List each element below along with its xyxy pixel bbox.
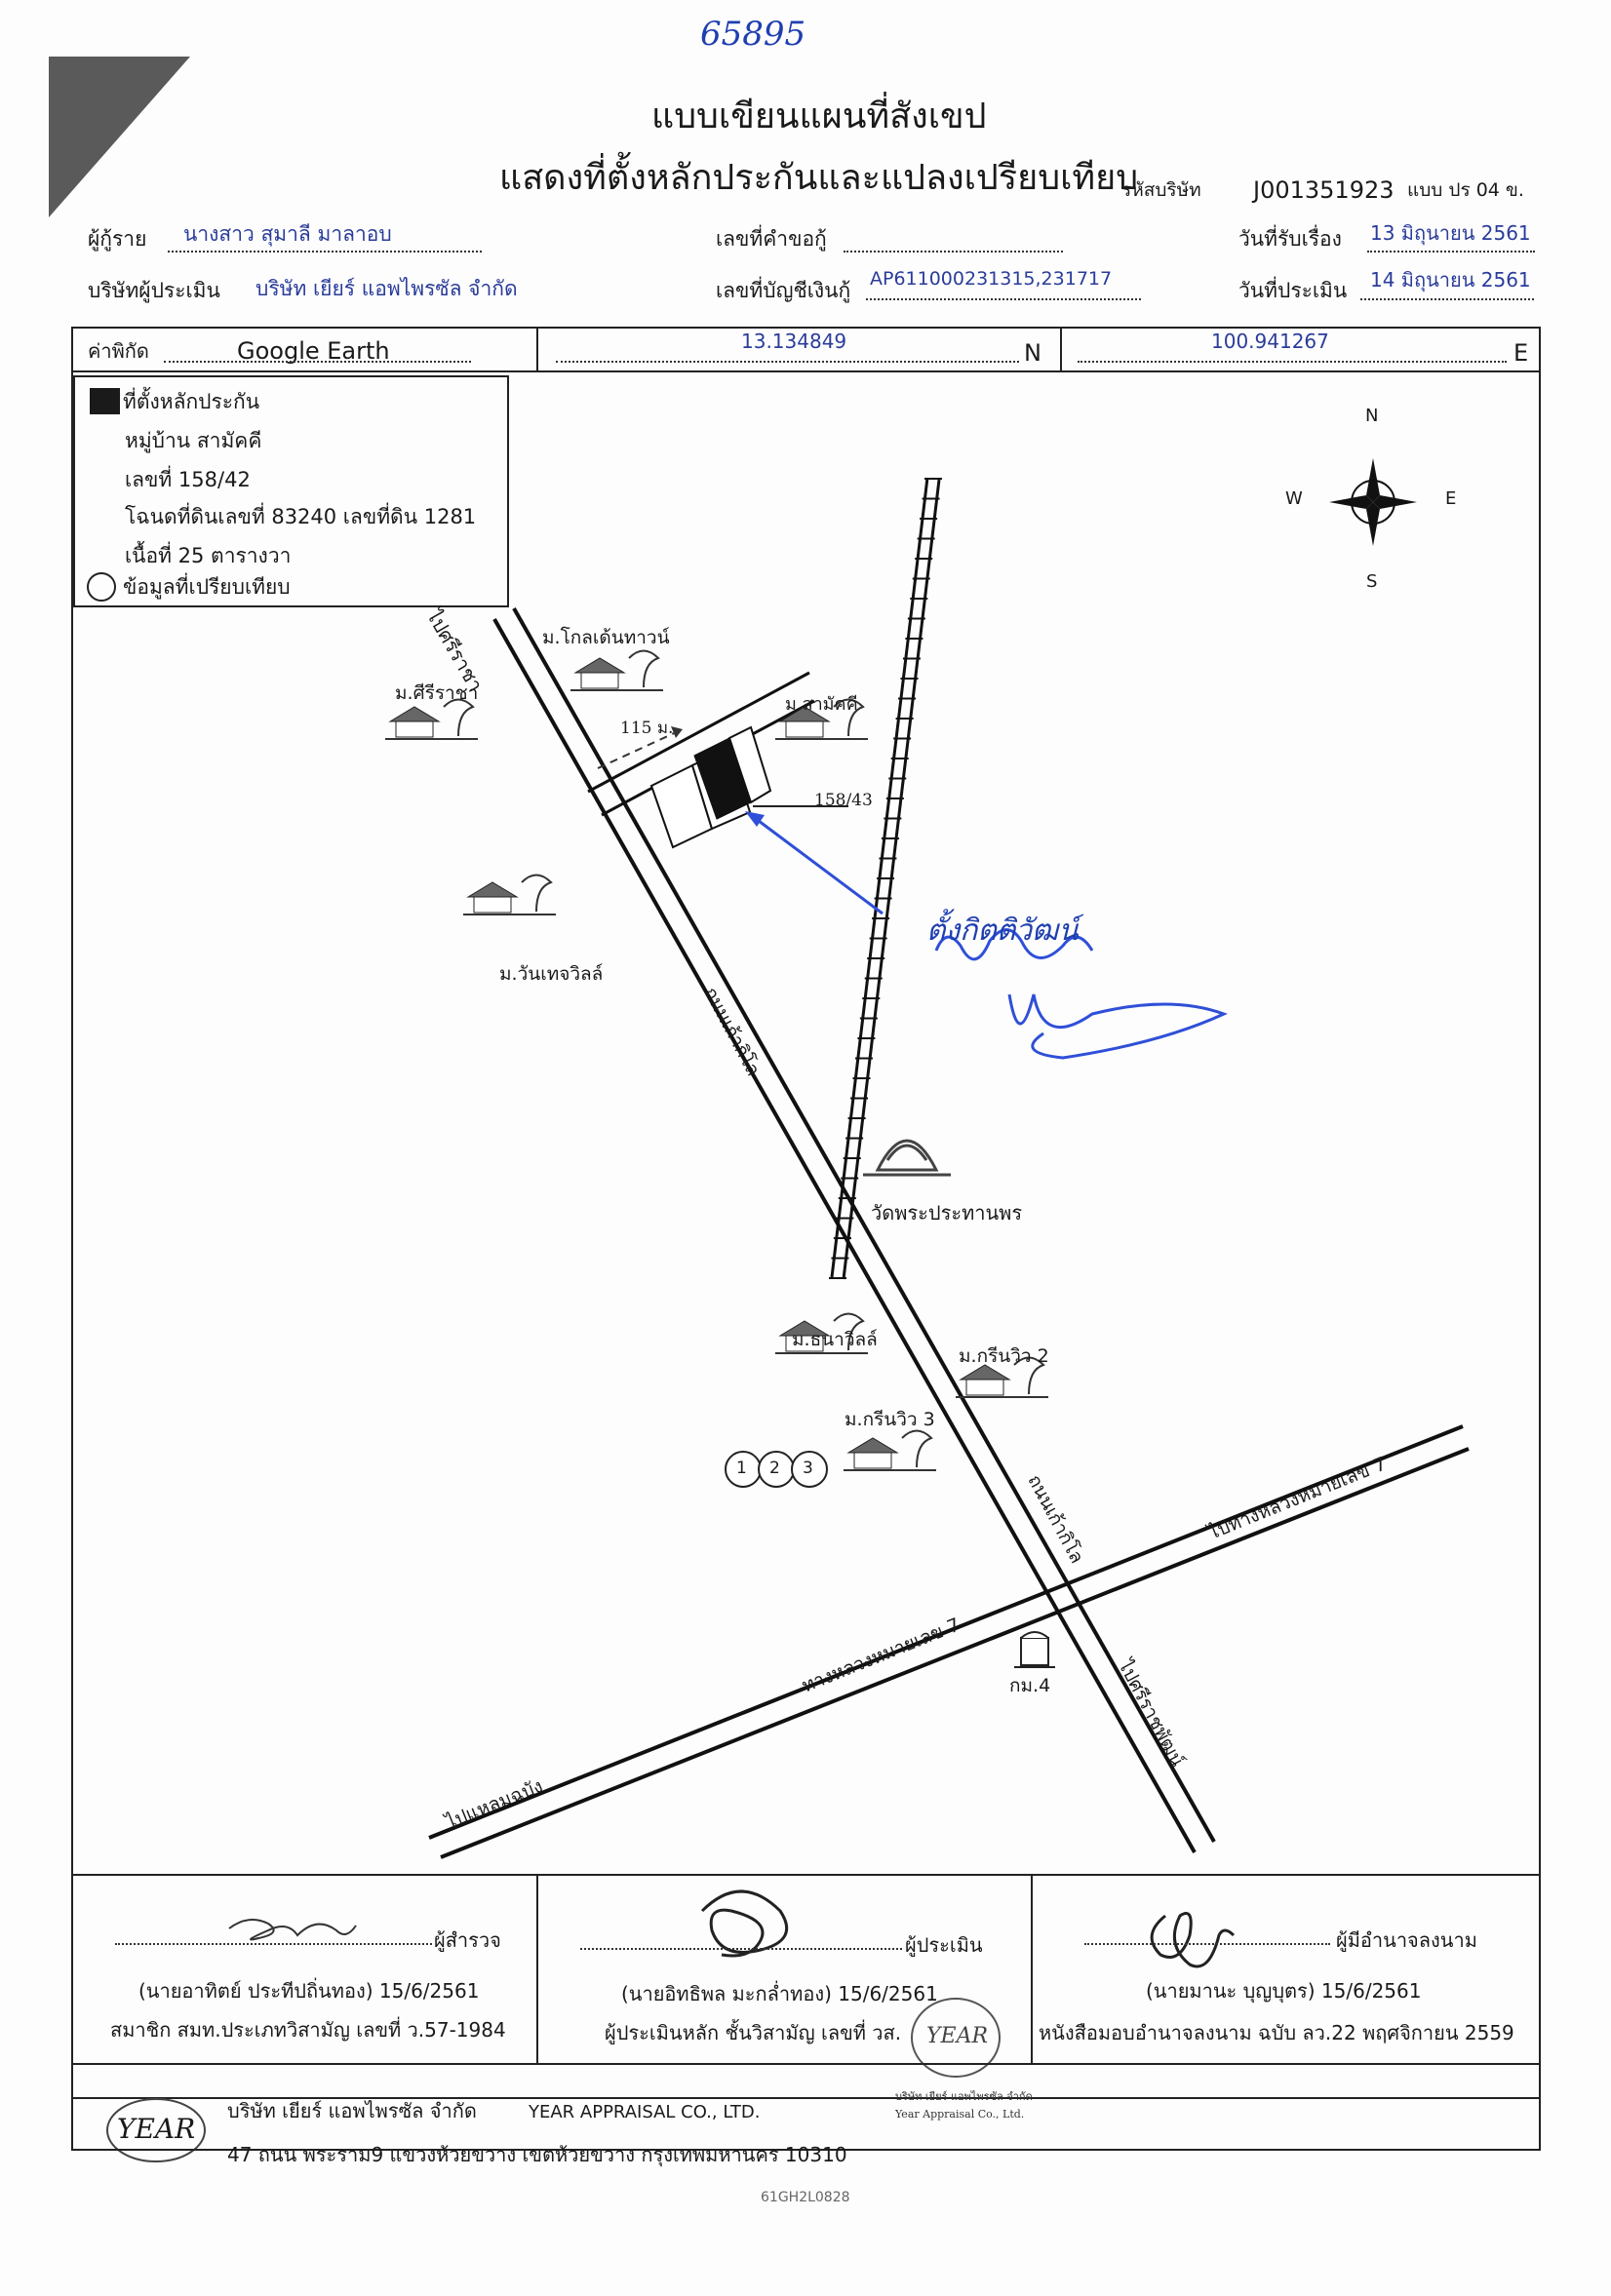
footer-company-en: YEAR APPRAISAL CO., LTD.: [529, 2102, 761, 2122]
request-no-label: เลขที่คำขอกู้: [716, 227, 827, 251]
comparison-circle-3: [791, 1451, 828, 1488]
legend-house-no: เลขที่ 158/42: [125, 468, 251, 491]
compass-north: N: [1365, 406, 1379, 426]
coord-row: [71, 327, 1541, 372]
authorized-doc: หนังสือมอบอำนาจลงนาม ฉบับ ลว.22 พฤศจิกาย…: [1039, 2021, 1514, 2044]
account-value: AP611000231315,231717: [870, 268, 1113, 290]
stamp-logo: YEAR: [926, 2024, 989, 2048]
appraiser-role: ผู้ประเมิน: [905, 1933, 983, 1957]
company-code: J001351923: [1253, 176, 1395, 204]
village-house-icon: [844, 1429, 936, 1471]
legend-box: [73, 375, 509, 607]
appraiser-name: (นายอิทธิพล มะกล่ำทอง) 15/6/2561: [621, 1982, 938, 2005]
surveyor-name: (นายอาทิตย์ ประทีปถิ่นทอง) 15/6/2561: [138, 1979, 480, 2003]
appraised-date: 14 มิถุนายน 2561: [1370, 268, 1531, 292]
footer-address: 47 ถนน พระราม9 แขวงห้วยขวาง เขตห้วยขวาง …: [227, 2143, 847, 2166]
received-label: วันที่รับเรื่อง: [1238, 227, 1342, 251]
label-km: กม.4: [1009, 1675, 1051, 1696]
stamp-text-th: บริษัท เยียร์ แอพไพรซัล จำกัด: [895, 2090, 1033, 2103]
label-village-sriracha: ม.ศีรีราชา: [395, 682, 479, 704]
village-house-icon: [956, 1356, 1048, 1398]
label-village-green3: ม.กรีนวิว 3: [845, 1409, 935, 1430]
appraised-label: วันที่ประเมิน: [1238, 279, 1348, 302]
temple-icon: [863, 1139, 951, 1177]
collateral-legend-swatch: [90, 388, 120, 414]
highway-7: [428, 1424, 1464, 1840]
legend-comparison: ข้อมูลที่เปรียบเทียบ: [123, 575, 291, 599]
village-house-icon: [775, 1312, 868, 1354]
company-code-label: รหัสบริษัท: [1121, 179, 1201, 201]
legend-village: หมู่บ้าน สามัคคี: [125, 429, 262, 452]
main-road: [492, 618, 1197, 1853]
appraiser-member: ผู้ประเมินหลัก ชั้นวิสามัญ เลขที่ วส.: [605, 2021, 902, 2044]
label-temple: วัดพระประทานพร: [871, 1201, 1023, 1225]
comparison-number-1: 1: [736, 1459, 747, 1478]
village-house-icon: [385, 698, 478, 740]
km-marker-icon: [1014, 1631, 1055, 1668]
compass-icon: [1329, 458, 1417, 546]
compass-south: S: [1366, 571, 1378, 592]
label-village-winthe: ม.วันเทจวิลล์: [499, 963, 604, 985]
label-village-golden: ม.โกลเด้นทาวน์: [542, 627, 670, 648]
footer-company: บริษัท เยียร์ แอพไพรซัล จำกัด: [227, 2099, 477, 2122]
coord-source: Google Earth: [237, 337, 390, 365]
footer-box: [71, 2063, 1541, 2151]
scan-corner-shadow: [49, 57, 190, 217]
borrower-value: นางสาว สุมาลี มาลาอบ: [183, 222, 392, 246]
neighbor-plot: [727, 725, 772, 804]
borrower-label: ผู้กู้ราย: [88, 227, 147, 251]
page-title: แบบเขียนแผนที่สังเขป: [651, 97, 987, 136]
legend-collateral-title: ที่ตั้งหลักประกัน: [123, 390, 260, 413]
compass-west: W: [1285, 488, 1303, 509]
map-signature-scribble: [1007, 993, 1228, 1060]
comparison-number-2: 2: [769, 1459, 780, 1478]
legend-area: เนื้อที่ 25 ตารางวา: [125, 544, 292, 567]
village-house-icon: [463, 874, 556, 915]
surveyor-member: สมาชิก สมท.ประเภทวิสามัญ เลขที่ ว.57-198…: [110, 2018, 506, 2042]
legend-deed: โฉนดที่ดินเลขที่ 83240 เลขที่ดิน 1281: [125, 505, 477, 528]
coord-lat: 13.134849: [741, 330, 847, 353]
blue-arrow: [750, 813, 884, 915]
compass-east: E: [1445, 488, 1457, 509]
authorized-name: (นายมานะ บุญบุตร) 15/6/2561: [1146, 1979, 1422, 2003]
document-number: 65895: [700, 15, 806, 54]
coord-label: ค่าพิกัด: [88, 339, 149, 363]
comparison-number-3: 3: [803, 1459, 813, 1478]
received-date: 13 มิถุนายน 2561: [1370, 221, 1531, 245]
footer-logo: YEAR: [117, 2113, 196, 2145]
surveyor-role: ผู้สำรวจ: [434, 1928, 501, 1952]
coord-lon-suffix: E: [1513, 339, 1529, 367]
map-handwriting: ตั้งกิตติวัฒน์: [926, 914, 1079, 948]
stamp-text-en: Year Appraisal Co., Ltd.: [895, 2108, 1025, 2121]
comparison-legend-circle: [87, 572, 116, 602]
form-label: แบบ ปร 04 ข.: [1407, 179, 1524, 201]
side-street: [587, 671, 810, 794]
label-neighbor-no: 158/43: [814, 791, 873, 810]
account-label: เลขที่บัญชีเงินกู้: [716, 279, 851, 302]
label-village-thana: ม.ธนาวิลล์: [792, 1329, 878, 1350]
footer-ref: 61GH2L0828: [761, 2190, 850, 2205]
authorized-role: ผู้มีอำนาจลงนาม: [1336, 1928, 1477, 1952]
coord-lat-suffix: N: [1024, 339, 1041, 367]
label-distance: 115 ม.: [620, 719, 674, 738]
page-subtitle: แสดงที่ตั้งหลักประกันและแปลงเปรียบเทียบ: [499, 158, 1139, 198]
label-village-green2: ม.กรีนวิว 2: [959, 1345, 1049, 1367]
coord-lon: 100.941267: [1211, 330, 1329, 353]
appraiser-company-label: บริษัทผู้ประเมิน: [88, 279, 220, 302]
village-house-icon: [775, 698, 868, 740]
appraiser-company-value: บริษัท เยียร์ แอพไพรซัล จำกัด: [255, 277, 518, 300]
village-house-icon: [570, 649, 663, 691]
label-village-samakkhi: ม.สามัคคี: [785, 694, 858, 715]
